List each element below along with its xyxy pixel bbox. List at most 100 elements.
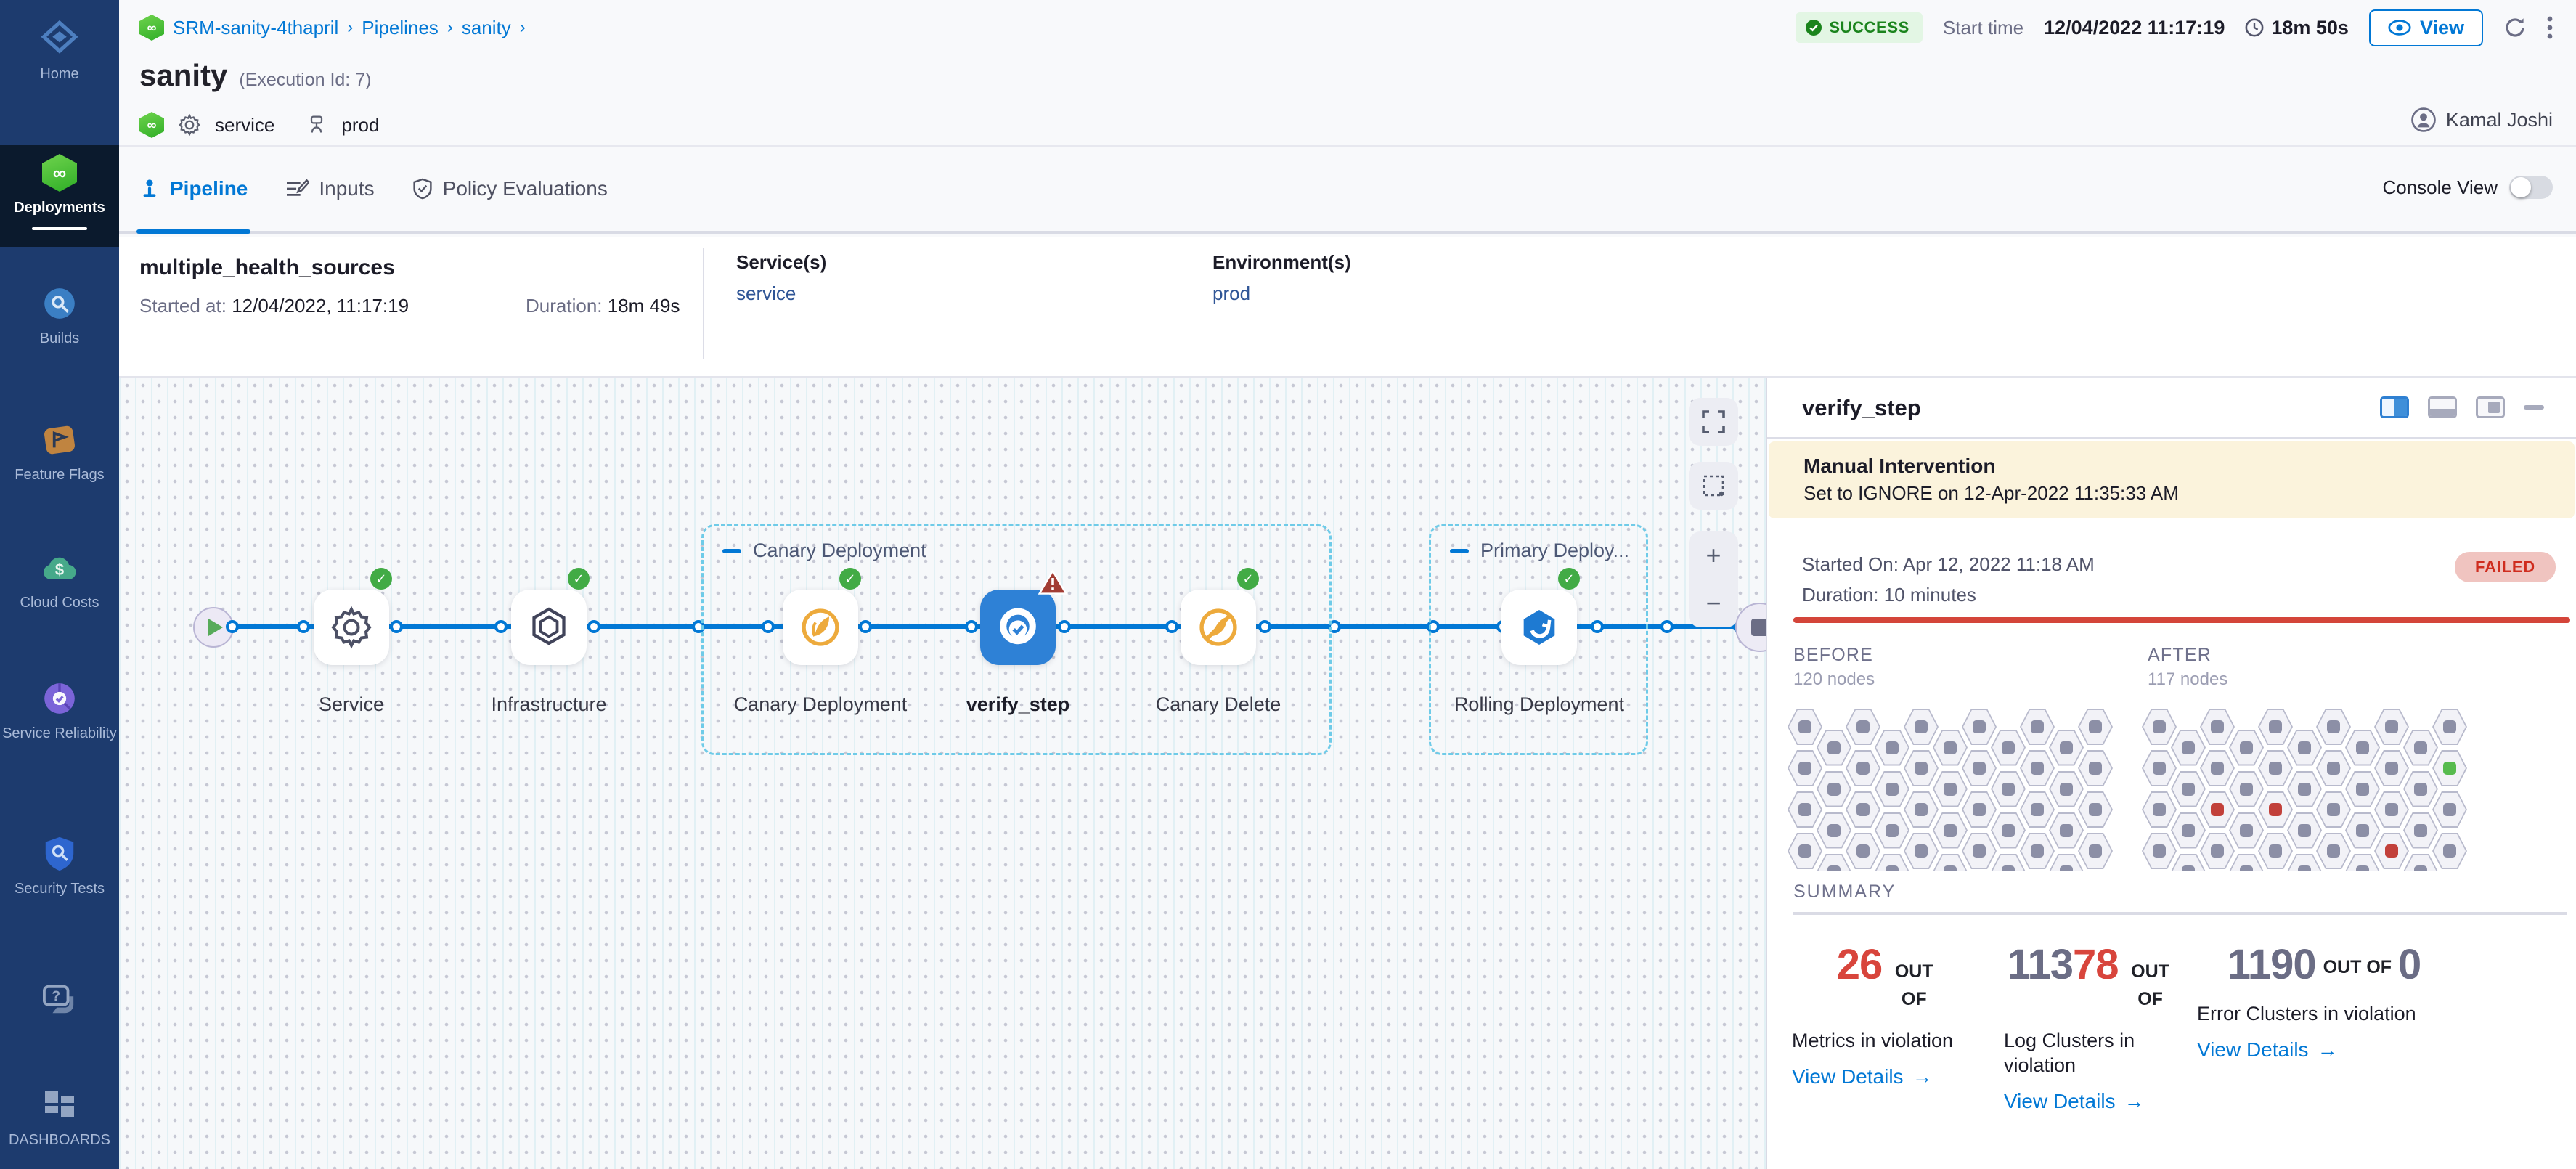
connector-port [226, 620, 239, 633]
breadcrumb-pipelines[interactable]: Pipelines [362, 16, 439, 38]
banner-subtitle: Set to IGNORE on 12-Apr-2022 11:35:33 AM [1803, 482, 2179, 504]
node-hexagon [1817, 853, 1851, 871]
sidebar-item-service-reliability[interactable]: Service Reliability [0, 680, 119, 743]
view-button[interactable]: View [2368, 9, 2483, 46]
connector-port [762, 620, 775, 633]
tab-policy-evaluations[interactable]: Policy Evaluations [412, 147, 608, 231]
before-nodes-hexgrid [1788, 709, 2116, 871]
project-icon: ∞ [139, 15, 164, 41]
breadcrumb-pipeline[interactable]: sanity [461, 16, 511, 38]
refresh-button[interactable] [2503, 16, 2527, 39]
layout-right-panel-icon[interactable] [2380, 396, 2409, 418]
pipeline-end-node[interactable] [1735, 603, 1766, 652]
collapse-group-icon[interactable] [1450, 548, 1469, 553]
home-icon [0, 20, 119, 58]
console-view-toggle[interactable] [2509, 176, 2553, 199]
sidebar-item-deployments[interactable]: ∞Deployments [0, 145, 119, 247]
pipeline-node-verify-step[interactable] [980, 590, 1056, 665]
fit-to-screen-button[interactable] [1689, 398, 1738, 446]
node-hexagon [1962, 750, 1997, 786]
node-hexagon [2432, 709, 2467, 745]
tab-pipeline[interactable]: Pipeline [136, 147, 250, 234]
environment-tag[interactable]: prod [341, 113, 380, 136]
shield-check-icon [413, 178, 432, 200]
tab-bar: Pipeline Inputs Policy Evaluations Conso… [119, 145, 2576, 234]
fullscreen-icon [1702, 410, 1725, 433]
cloud-costs-icon: $ [0, 549, 119, 587]
pipeline-node-canary-deployment[interactable] [783, 590, 858, 665]
sidebar-item-help[interactable]: ? [0, 982, 119, 1019]
pipeline-node-rolling-deployment[interactable] [1501, 590, 1577, 665]
clock-icon [2245, 18, 2264, 37]
sidebar-item-cloud-costs[interactable]: $Cloud Costs [0, 549, 119, 612]
node-hexagon [2374, 791, 2409, 828]
node-hexagon [2229, 729, 2264, 766]
builds-icon [0, 285, 119, 322]
arrow-right-icon: → [2317, 1038, 2338, 1061]
zoom-in-button[interactable]: + [1705, 540, 1721, 570]
svg-text:$: $ [55, 561, 64, 579]
layout-bottom-panel-icon[interactable] [2428, 396, 2457, 418]
node-hexagon [1817, 729, 1851, 766]
node-hexagon [2403, 812, 2438, 849]
service-tag[interactable]: service [215, 113, 275, 136]
view-details-link[interactable]: View Details→ [1792, 1064, 1933, 1088]
node-hexagon [1904, 833, 1939, 869]
marquee-select-button[interactable] [1689, 462, 1738, 510]
node-hexagon [1933, 729, 1968, 766]
node-hexagon [2020, 750, 2055, 786]
node-hexagon [2020, 833, 2055, 869]
console-view-label: Console View [2382, 176, 2498, 198]
node-hexagon [2078, 791, 2113, 828]
sidebar-item-dashboards[interactable]: DASHBOARDS [0, 1086, 119, 1149]
node-hexagon [1933, 812, 1968, 849]
infra-icon [527, 606, 571, 649]
selection-icon [1703, 475, 1724, 497]
sidebar-item-security-tests[interactable]: Security Tests [0, 835, 119, 898]
summary-card-label: Metrics in violation [1792, 1030, 1954, 1051]
step-started-on: Started On: Apr 12, 2022 11:18 AM [1802, 553, 2095, 575]
pipeline-node-service[interactable] [314, 590, 389, 665]
breadcrumb-project[interactable]: SRM-sanity-4thapril [173, 16, 339, 38]
tag-row: ∞ service prod [139, 110, 379, 139]
collapse-group-icon[interactable] [722, 548, 741, 553]
environment-link[interactable]: prod [1212, 282, 1251, 304]
sidebar-item-home[interactable]: Home [0, 20, 119, 84]
view-details-link[interactable]: View Details→ [2197, 1038, 2338, 1061]
more-options-button[interactable] [2547, 16, 2553, 39]
sidebar-item-builds[interactable]: Builds [0, 285, 119, 348]
help-icon: ? [0, 982, 119, 1019]
play-icon [208, 619, 223, 636]
node-label: verify_step [966, 693, 1070, 715]
success-check-icon: ✓ [568, 568, 590, 590]
node-hexagon [2374, 833, 2409, 869]
node-hexagon [1904, 791, 1939, 828]
sidebar-item-feature-flags[interactable]: Feature Flags [0, 421, 119, 484]
success-check-icon: ✓ [1237, 568, 1259, 590]
node-hexagon [1846, 791, 1880, 828]
pipeline-canvas[interactable]: Canary Deployment Primary Deploy... + − … [119, 378, 1766, 1169]
group-label: Primary Deploy... [1480, 539, 1630, 561]
inputs-icon [287, 179, 309, 196]
stage-duration: Duration: 18m 49s [526, 295, 680, 317]
zoom-controls: + − [1689, 531, 1738, 627]
pipeline-node-infrastructure[interactable] [511, 590, 587, 665]
node-hexagon [2287, 770, 2322, 807]
service-link[interactable]: service [736, 282, 796, 304]
stop-icon [1751, 619, 1766, 636]
verification-status-badge: FAILED [2454, 552, 2556, 582]
start-time-label: Start time [1942, 16, 2024, 38]
after-node-count: 117 nodes [2148, 669, 2228, 689]
node-hexagon [1846, 709, 1880, 745]
node-hexagon [2049, 729, 2084, 766]
node-hexagon [2345, 770, 2380, 807]
view-details-link[interactable]: View Details→ [2004, 1089, 2145, 1112]
zoom-out-button[interactable]: − [1705, 588, 1721, 618]
layout-floating-panel-icon[interactable] [2476, 396, 2505, 418]
node-hexagon [2316, 833, 2351, 869]
security-tests-icon [0, 835, 119, 873]
tab-inputs[interactable]: Inputs [285, 147, 375, 231]
pipeline-node-canary-delete[interactable] [1181, 590, 1256, 665]
minimize-panel-icon[interactable] [2524, 405, 2544, 410]
